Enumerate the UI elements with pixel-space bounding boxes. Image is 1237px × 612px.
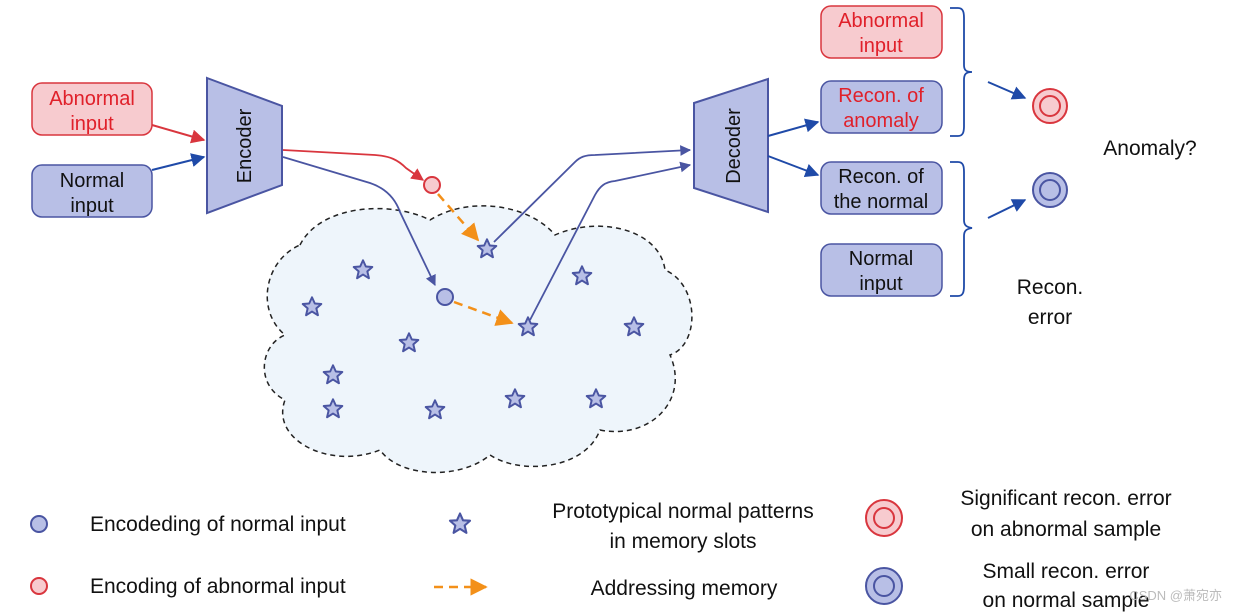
- legend-small-error-label: Small recon. error: [983, 560, 1150, 583]
- upper-bracket: [950, 7, 973, 137]
- legend-prototypes-label-2: in memory slots: [609, 530, 756, 553]
- decoder-to-normal-recon-arrow: [767, 155, 820, 178]
- abnormal-encoding-path: [282, 149, 425, 181]
- recon-anomaly-label-2: anomaly: [843, 110, 919, 132]
- upper-error-arrow: [987, 81, 1027, 100]
- normal-encoding-dot: [436, 288, 454, 306]
- recon-anomaly-label: Recon. of: [838, 85, 924, 107]
- legend-abnormal-encoding-label: Encoding of abnormal input: [90, 575, 346, 598]
- encoder-label: Encoder: [234, 108, 256, 183]
- output-abnormal-input-label-2: input: [859, 35, 903, 57]
- lower-error-arrow: [987, 199, 1027, 219]
- recon-error-label: Recon.: [1017, 276, 1084, 299]
- memory-to-decoder-path-1: [493, 145, 692, 243]
- abnormal-encoding-dot: [423, 176, 441, 194]
- legend-significant-error-icon: [865, 499, 903, 537]
- normal-encoding-path: [282, 156, 436, 286]
- address-normal-arrow: [453, 300, 514, 326]
- recon-anomaly-box: [820, 80, 943, 134]
- legend-star-icon: [448, 512, 472, 534]
- abnormal-input-box: [31, 82, 153, 136]
- output-normal-input-label-2: input: [859, 273, 903, 295]
- abnormal-input-label-2: input: [70, 113, 114, 135]
- decoder-block: [693, 77, 769, 214]
- normal-input-label-2: input: [70, 195, 114, 217]
- legend-small-error-icon: [865, 567, 903, 605]
- recon-normal-label: Recon. of: [838, 166, 924, 188]
- output-normal-input-label: Normal: [849, 248, 913, 270]
- legend-small-error-label-2: on normal sample: [983, 589, 1150, 612]
- small-error-icon: [1032, 172, 1068, 208]
- output-abnormal-input-box: [820, 5, 943, 59]
- legend-prototypes-label: Prototypical normal patterns: [552, 500, 813, 523]
- legend-normal-encoding-dot: [30, 515, 48, 533]
- legend-addressing-label: Addressing memory: [591, 577, 778, 600]
- recon-normal-label-2: the normal: [834, 191, 929, 213]
- abnormal-input-label: Abnormal: [49, 88, 135, 110]
- recon-normal-box: [820, 161, 943, 215]
- output-abnormal-input-label: Abnormal: [838, 10, 924, 32]
- legend-normal-encoding-label: Encodeding of normal input: [90, 513, 346, 536]
- encoder-block: [206, 76, 283, 215]
- watermark: CSDN @萧宛亦: [1129, 588, 1222, 603]
- lower-bracket: [950, 161, 973, 297]
- abnormal-to-encoder-arrow: [151, 124, 206, 144]
- address-abnormal-arrow: [437, 193, 480, 242]
- normal-input-box: [31, 164, 153, 218]
- decoder-to-anomaly-recon-arrow: [767, 118, 820, 137]
- decoder-label: Decoder: [723, 108, 745, 184]
- significant-error-icon: [1032, 88, 1068, 124]
- output-normal-input-box: [820, 243, 943, 297]
- anomaly-question: Anomaly?: [1103, 137, 1196, 160]
- memory-to-decoder-path-2: [529, 161, 692, 321]
- legend-significant-error-label: Significant recon. error: [960, 487, 1171, 510]
- recon-error-label-2: error: [1028, 306, 1072, 329]
- normal-to-encoder-arrow: [151, 153, 206, 171]
- legend: Encodeding of normal input Encoding of a…: [30, 487, 1172, 612]
- normal-input-label: Normal: [60, 170, 124, 192]
- legend-abnormal-encoding-dot: [30, 577, 48, 595]
- legend-significant-error-label-2: on abnormal sample: [971, 518, 1161, 541]
